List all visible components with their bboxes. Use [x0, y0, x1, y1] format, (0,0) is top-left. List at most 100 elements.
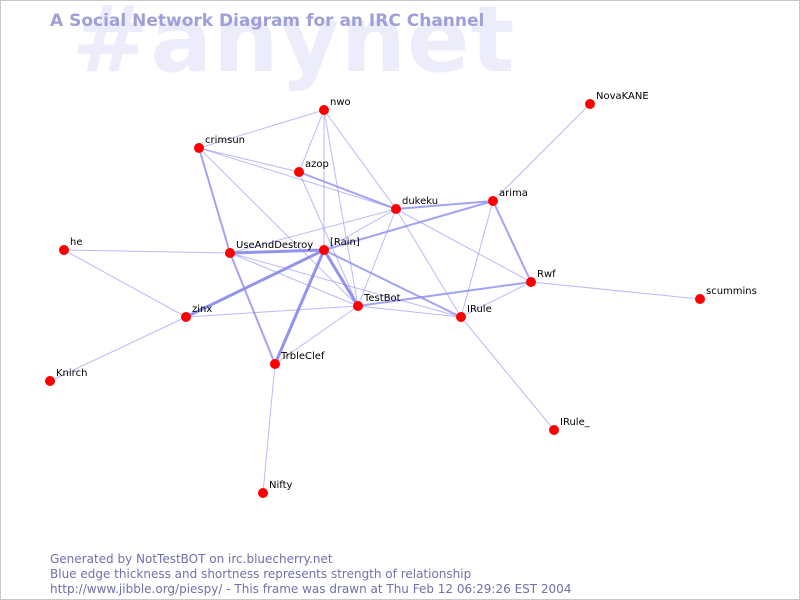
- node-irule: IRule_: [549, 417, 591, 435]
- node-label-nwo: nwo: [330, 97, 351, 108]
- node-label-he: he: [70, 237, 83, 248]
- node-label-nifty: Nifty: [269, 480, 293, 491]
- node-label-novakane: NovaKANE: [596, 91, 649, 102]
- edge-useanddestroy-testbot: [229, 252, 359, 307]
- edge-rain-trbleclef: [273, 248, 326, 366]
- edge-dukeku-rain: [323, 208, 397, 251]
- node-novakane: NovaKANE: [585, 91, 649, 109]
- node-label-irule: IRule_: [560, 417, 591, 428]
- edge-rain-testbot: [322, 248, 360, 308]
- node-label-knirch: Knirch: [56, 368, 87, 379]
- node-dot-dukeku: [391, 204, 401, 214]
- edge-rwf-irule: [460, 281, 532, 318]
- edge-rain-irule: [323, 249, 462, 318]
- node-dot-trbleclef: [270, 359, 280, 369]
- node-dukeku: dukeku: [391, 196, 438, 214]
- edge-azop-testbot: [298, 171, 359, 307]
- node-dot-irule: [456, 312, 466, 322]
- edge-trbleclef-nifty: [262, 363, 276, 494]
- footer-line-url-timestamp: http://www.jibble.org/piespy/ - This fra…: [50, 582, 572, 596]
- node-arima: arima: [488, 188, 528, 206]
- edge-testbot-irule: [357, 305, 462, 318]
- node-label-dukeku: dukeku: [402, 196, 438, 207]
- edge-arima-rwf: [492, 200, 532, 283]
- edge-dukeku-testbot: [357, 208, 397, 307]
- node-label-zinx: zinx: [192, 304, 212, 315]
- edge-arima-novakane: [492, 103, 591, 202]
- node-dot-he: [59, 245, 69, 255]
- node-dot-azop: [294, 167, 304, 177]
- edge-dukeku-rwf: [395, 208, 532, 283]
- node-dot-nwo: [319, 105, 329, 115]
- node-dot-scummins: [695, 294, 705, 304]
- edge-nwo-azop: [298, 109, 325, 173]
- node-label-rwf: Rwf: [537, 269, 556, 280]
- node-dot-knirch: [45, 376, 55, 386]
- node-dot-rwf: [526, 277, 536, 287]
- edge-irule-irule: [460, 316, 555, 431]
- node-label-irule: IRule: [467, 304, 492, 315]
- footer-line-legend: Blue edge thickness and shortness repres…: [50, 567, 472, 581]
- node-label-arima: arima: [499, 188, 528, 199]
- edge-nwo-testbot: [323, 109, 359, 307]
- node-dot-rain: [319, 245, 329, 255]
- node-dot-novakane: [585, 99, 595, 109]
- node-knirch: Knirch: [45, 368, 87, 386]
- node-dot-irule: [549, 425, 559, 435]
- edge-crimsun-azop: [198, 147, 300, 173]
- edge-arima-irule: [460, 200, 494, 318]
- edge-useanddestroy-rain: [228, 248, 326, 255]
- edge-crimsun-testbot: [198, 147, 359, 307]
- edge-arima-rain: [323, 200, 494, 251]
- edge-nwo-crimsun: [198, 109, 325, 149]
- diagram-title: A Social Network Diagram for an IRC Chan…: [50, 11, 485, 31]
- node-nifty: Nifty: [258, 480, 293, 498]
- node-dot-nifty: [258, 488, 268, 498]
- footer-line-generated-by: Generated by NotTestBOT on irc.bluecherr…: [50, 552, 333, 566]
- node-dot-arima: [488, 196, 498, 206]
- edge-testbot-trbleclef: [274, 305, 359, 365]
- node-label-testbot: TestBot: [363, 293, 401, 304]
- footer: Generated by NotTestBOT on irc.bluecherr…: [50, 552, 571, 597]
- node-dot-useanddestroy: [225, 248, 235, 258]
- node-useanddestroy: UseAndDestroy: [225, 240, 313, 258]
- node-irule: IRule: [456, 304, 492, 322]
- node-trbleclef: TrbleClef: [270, 351, 325, 369]
- edge-crimsun-useanddestroy: [198, 147, 231, 254]
- node-scummins: scummins: [695, 286, 757, 304]
- node-nwo: nwo: [319, 97, 351, 115]
- node-rain: [Rain]: [319, 237, 360, 255]
- edge-azop-dukeku: [298, 171, 397, 210]
- node-zinx: zinx: [181, 304, 212, 322]
- edge-rwf-scummins: [530, 281, 701, 300]
- channel-watermark: #anynet: [72, 0, 516, 93]
- node-crimsun: crimsun: [194, 135, 245, 153]
- node-label-azop: azop: [305, 159, 329, 170]
- node-dot-zinx: [181, 312, 191, 322]
- node-layer: nwo NovaKANE crimsun azop dukeku arima he UseAn…: [45, 91, 757, 498]
- edge-dukeku-useanddestroy: [229, 208, 397, 254]
- edge-useanddestroy-trbleclef: [229, 252, 276, 365]
- node-label-rain: [Rain]: [330, 237, 360, 248]
- node-label-trbleclef: TrbleClef: [280, 351, 325, 362]
- edge-zinx-knirch: [49, 316, 187, 382]
- node-dot-testbot: [353, 301, 363, 311]
- edge-testbot-zinx: [185, 305, 359, 318]
- edge-nwo-dukeku: [323, 109, 397, 210]
- edge-layer: [49, 103, 701, 494]
- edge-he-zinx: [63, 249, 187, 318]
- node-label-useanddestroy: UseAndDestroy: [236, 240, 313, 251]
- edge-crimsun-dukeku: [198, 147, 397, 210]
- node-rwf: Rwf: [526, 269, 556, 287]
- edge-testbot-rwf: [357, 281, 532, 307]
- edge-dukeku-arima: [395, 200, 494, 210]
- node-label-crimsun: crimsun: [205, 135, 245, 146]
- edge-he-useanddestroy: [63, 249, 231, 254]
- node-dot-crimsun: [194, 143, 204, 153]
- edge-rain-zinx: [184, 248, 326, 319]
- node-label-scummins: scummins: [706, 286, 757, 297]
- node-he: he: [59, 237, 83, 255]
- node-testbot: TestBot: [353, 293, 401, 311]
- node-azop: azop: [294, 159, 329, 177]
